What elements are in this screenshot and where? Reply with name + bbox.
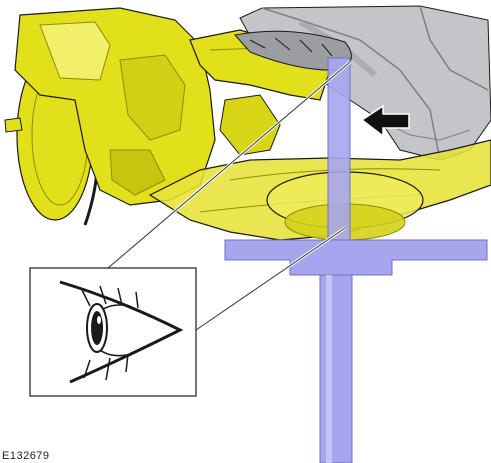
- jack-post: [319, 274, 353, 463]
- figure-reference-code: E132679: [2, 450, 50, 462]
- eye-icon: [59, 280, 184, 384]
- jack-upright: [327, 57, 351, 249]
- jack-support: [224, 57, 488, 463]
- jack-plate: [224, 239, 488, 276]
- spring-seat: [234, 30, 352, 71]
- direction-arrow-icon: [360, 104, 410, 138]
- inspection-callout: [29, 267, 197, 397]
